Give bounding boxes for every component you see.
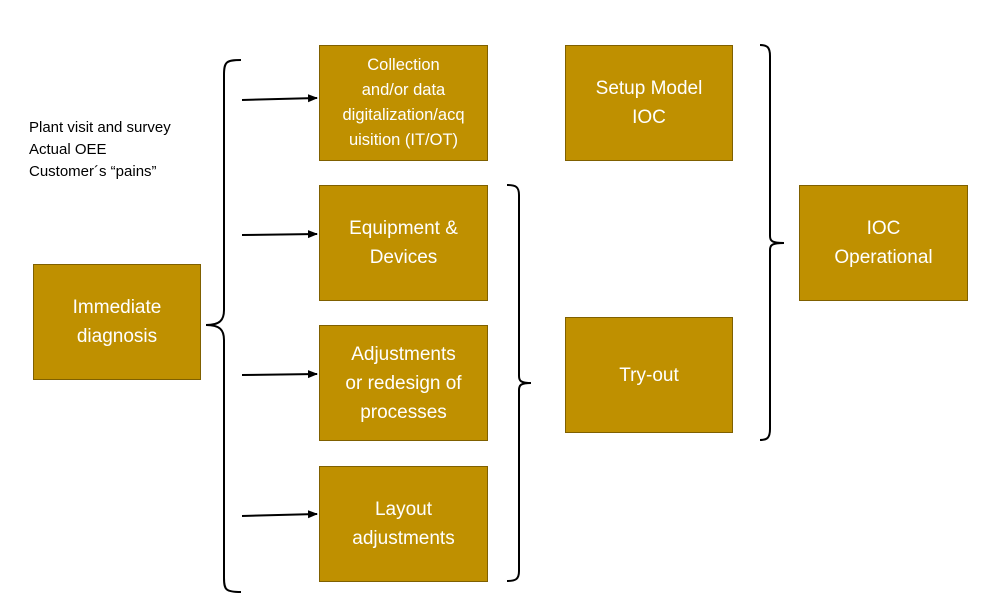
box-equipment-devices: Equipment & Devices <box>319 185 488 301</box>
box-layout-adjustments-label: Layout adjustments <box>352 499 455 549</box>
box-try-out: Try-out <box>565 317 733 433</box>
note-customer-pains: Customer´s “pains” <box>29 163 157 180</box>
arrow-to-equipment <box>241 230 318 239</box>
box-setup-model-ioc: Setup Model IOC <box>565 45 733 161</box>
box-setup-model-ioc-label: Setup Model IOC <box>595 78 703 128</box>
note-plant-visit: Plant visit and survey <box>29 119 171 136</box>
arrow-to-collection <box>241 94 318 103</box>
box-ioc-operational-label: IOC Operational <box>834 218 933 268</box>
context-notes: Plant visit and survey Actual OEE Custom… <box>29 117 171 183</box>
arrow-to-layout <box>241 510 318 519</box>
right-brace <box>759 44 785 441</box>
box-collection: Collection and/or data digitalization/ac… <box>319 45 488 161</box>
box-collection-label: Collection and/or data digitalization/ac… <box>342 56 465 149</box>
box-equipment-devices-label: Equipment & Devices <box>349 218 458 268</box>
box-ioc-operational: IOC Operational <box>799 185 968 301</box>
arrow-to-adjustments <box>241 370 318 379</box>
left-brace <box>205 59 242 593</box>
box-adjustments-label: Adjustments or redesign of processes <box>345 343 462 423</box>
box-immediate-diagnosis: Immediate diagnosis <box>33 264 201 380</box>
middle-brace <box>506 184 532 582</box>
box-immediate-diagnosis-label: Immediate diagnosis <box>72 297 162 347</box>
note-actual-oee: Actual OEE <box>29 141 107 158</box>
box-adjustments: Adjustments or redesign of processes <box>319 325 488 441</box>
box-try-out-label: Try-out <box>619 364 679 386</box>
box-layout-adjustments: Layout adjustments <box>319 466 488 582</box>
